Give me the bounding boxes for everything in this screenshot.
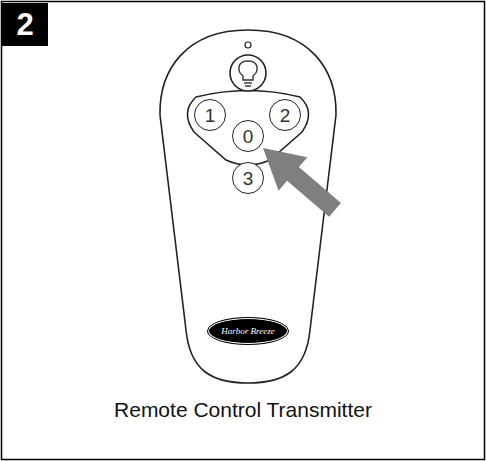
node-text: 3: [243, 169, 254, 188]
off-button: 0: [232, 120, 264, 152]
remote-body: [160, 30, 336, 383]
node-text: 1: [205, 106, 216, 125]
node-text: 2: [16, 9, 33, 40]
figure-caption: Remote Control Transmitter: [0, 398, 486, 422]
node-text: Harbor Breeze: [221, 327, 274, 336]
bulb-base: [244, 82, 252, 83]
bulb-base: [245, 85, 251, 86]
bulb-icon: [239, 61, 257, 80]
step-number-box: 2: [2, 3, 48, 46]
speed-button: 1: [194, 99, 226, 131]
brand-logo: Harbor Breeze: [208, 318, 288, 344]
node-text: 2: [280, 106, 291, 125]
pointer-arrow: [263, 148, 341, 217]
speed-button: 2: [269, 99, 301, 131]
node-text: 0: [243, 127, 254, 146]
indicator-light: [245, 42, 251, 48]
light-button: [230, 55, 266, 91]
speed-button: 3: [232, 162, 264, 194]
